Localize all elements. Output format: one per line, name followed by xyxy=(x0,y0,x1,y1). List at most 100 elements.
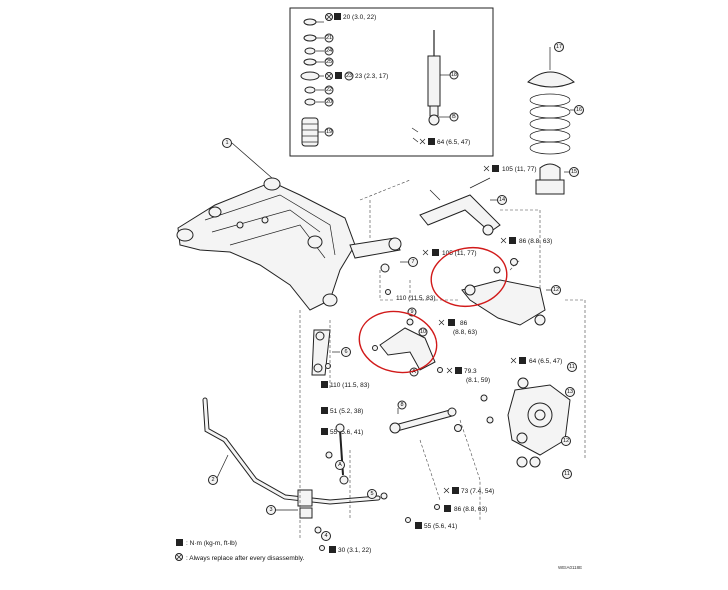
part-number-20: 20 xyxy=(326,99,332,105)
legend-torque-text: : N·m (kg-m, ft-lb) xyxy=(186,540,237,547)
letter-A: A xyxy=(412,369,416,375)
torque-label-79-line2: (8.1, 59) xyxy=(466,377,490,384)
torque-icon xyxy=(321,381,328,388)
legend: : N·m (kg-m, ft-lb) : Always replace aft… xyxy=(175,539,305,562)
replace-icon xyxy=(422,249,429,256)
torque-label-79: 79.3 xyxy=(464,368,477,375)
replace-icon xyxy=(175,553,183,561)
torque-label-105: 105 (11, 77) xyxy=(502,166,537,173)
part-number-19: 19 xyxy=(326,129,332,135)
torque-icon xyxy=(335,72,342,79)
torque-label-51: 51 (5.2, 38) xyxy=(330,408,363,415)
torque-label-86-center: 86 xyxy=(460,320,468,327)
shock-absorber: 18 B xyxy=(427,30,459,126)
torque-icon xyxy=(455,367,462,374)
part-number-23: 23 xyxy=(346,73,352,79)
part-number-9: 9 xyxy=(410,309,413,315)
legend-replace-text: : Always replace after every disassembly… xyxy=(186,555,305,562)
highlight-upper-arm-bolts xyxy=(430,246,508,308)
torque-label-86-bottom: 86 (8.8, 63) xyxy=(454,506,487,513)
torque-note-30: 30 (3.1, 22) xyxy=(319,545,371,554)
part-number-16: 16 xyxy=(576,107,582,113)
torque-icon xyxy=(432,249,439,256)
part-number-6: 6 xyxy=(344,349,347,355)
shock-absorber-inset: 20 (3.0, 22) 21 24 25 22 20 19 23 23 (2.… xyxy=(289,7,494,157)
part-number-2: 2 xyxy=(211,477,214,483)
torque-note-55-a: 55 (5.6, 41) xyxy=(321,428,363,436)
rear-subframe: 1 xyxy=(176,138,356,311)
torque-note-73: 73 (7.4, 54) xyxy=(443,487,494,495)
replace-icon xyxy=(510,357,517,364)
replace-icon xyxy=(500,237,507,244)
coil-spring-assembly: 17 16 15 xyxy=(527,42,584,195)
torque-note-55-b: 55 (5.6, 41) xyxy=(405,517,457,530)
figure-code: WEIA0118E xyxy=(558,565,582,570)
torque-icon xyxy=(415,522,422,529)
part-number-11: 11 xyxy=(564,471,570,477)
part-number-14: 14 xyxy=(499,197,505,203)
coil-spring xyxy=(529,93,571,155)
torque-label-55-a: 55 (5.6, 41) xyxy=(330,429,363,436)
part-number-11-top: 11 xyxy=(569,364,575,370)
part-number-21: 21 xyxy=(326,35,332,41)
torque-note-105-b: 105 (11, 77) xyxy=(422,249,477,257)
part-number-7: 7 xyxy=(411,259,414,265)
torque-label-86-right: 86 (8.8, 63) xyxy=(519,238,552,245)
replace-icon xyxy=(438,319,445,326)
torque-label-20: 20 (3.0, 22) xyxy=(343,14,376,21)
torque-label-64-right: 64 (6.5, 47) xyxy=(529,358,562,365)
part-number-24: 24 xyxy=(326,48,332,54)
torque-label-110-b: 110 (11.5, 83) xyxy=(330,382,370,389)
torque-icon xyxy=(519,357,526,364)
rear-knuckle: 12 11 11 13 xyxy=(480,362,577,479)
torque-icon xyxy=(334,13,341,20)
dashed-assembly-lines xyxy=(299,179,586,540)
link-7: 7 xyxy=(349,237,418,273)
stabilizer-bar: 2 3 4 xyxy=(202,397,381,541)
replace-icon xyxy=(419,138,426,145)
torque-label-105-b: 105 (11, 77) xyxy=(442,250,477,257)
part-number-22: 22 xyxy=(326,87,332,93)
part-number-15: 15 xyxy=(571,169,577,175)
torque-label-86-center-line2: (8.8, 63) xyxy=(453,329,477,336)
replace-icon xyxy=(443,487,450,494)
upper-link-14: 14 xyxy=(419,177,507,236)
torque-note-64-right: 64 (6.5, 47) xyxy=(510,357,562,365)
torque-icon xyxy=(444,505,451,512)
torque-label-110-a: 110 (11.5, 83) xyxy=(396,295,436,302)
link-10: 9 10 A xyxy=(372,307,436,377)
part-number-18: 18 xyxy=(451,72,457,78)
letter-B: B xyxy=(452,114,456,120)
part-number-12: 12 xyxy=(553,287,559,293)
part-number-8: 8 xyxy=(400,402,403,408)
torque-icon xyxy=(329,546,336,553)
part-number-25: 25 xyxy=(326,59,332,65)
torque-icon xyxy=(509,237,516,244)
torque-label-73: 73 (7.4, 54) xyxy=(461,488,494,495)
part-number-12-knuckle: 12 xyxy=(563,438,569,444)
lateral-link-8: 8 xyxy=(389,400,462,434)
torque-icon xyxy=(428,138,435,145)
highlight-link-10 xyxy=(358,310,438,374)
torque-icon xyxy=(321,428,328,435)
inset-leaders xyxy=(316,21,324,133)
torque-note-110-a: 110 (11.5, 83) xyxy=(385,289,436,302)
replace-icon xyxy=(483,165,490,172)
lower-control-arm: 12 xyxy=(461,258,561,326)
torque-note-86-center: 86 (8.8, 63) xyxy=(438,319,477,336)
torque-icon xyxy=(448,319,455,326)
part-number-13: 13 xyxy=(567,389,573,395)
torque-icon xyxy=(492,165,499,172)
part-number-5: 5 xyxy=(370,491,373,497)
torque-note-51: 51 (5.2, 38) xyxy=(321,407,363,415)
torque-icon xyxy=(452,487,459,494)
torque-note-105: 105 (11, 77) xyxy=(483,165,537,173)
torque-note-110-b: 110 (11.5, 83) xyxy=(321,381,370,389)
replace-icon xyxy=(446,367,453,374)
torque-icon xyxy=(176,539,183,546)
torque-label-64-inset: 64 (6.5, 47) xyxy=(437,139,470,146)
part-number-4: 4 xyxy=(324,533,327,539)
part-number-3: 3 xyxy=(269,507,272,513)
part-number-1: 1 xyxy=(225,140,228,146)
part-number-17: 17 xyxy=(556,44,562,50)
